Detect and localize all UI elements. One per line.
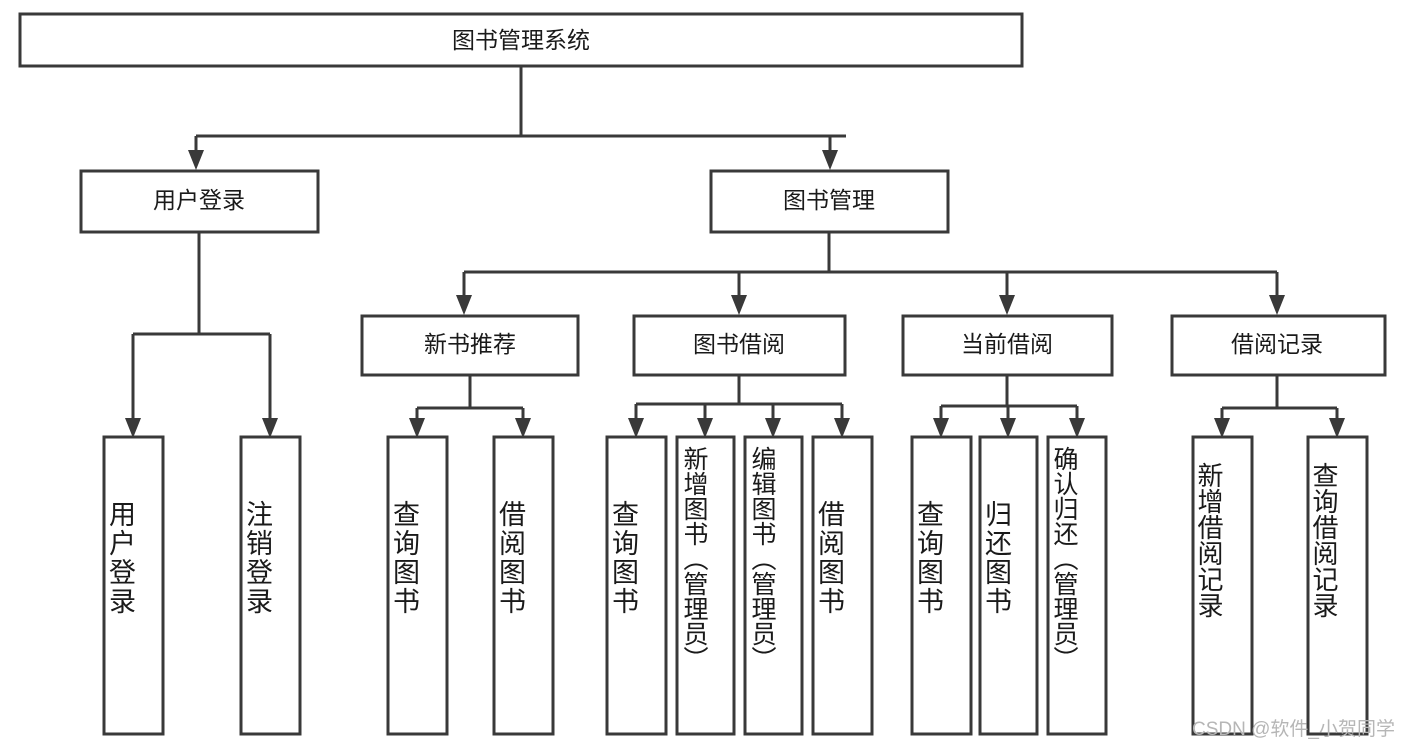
node-label-borrow-record: 借阅记录 bbox=[1231, 331, 1323, 357]
node-leaf-return-book[interactable] bbox=[978, 435, 1039, 736]
node-leaf-borrow-book-1[interactable] bbox=[492, 435, 555, 736]
node-label-user-login: 用户登录 bbox=[153, 187, 245, 213]
connector-bookmgmt-to-level2 bbox=[456, 232, 1285, 315]
node-leaf-query-book-2[interactable] bbox=[605, 435, 668, 736]
node-leaf-borrow-book-2[interactable] bbox=[811, 435, 874, 736]
node-label-book-borrow: 图书借阅 bbox=[693, 331, 785, 357]
connector-bookborrow-to-leaves bbox=[628, 375, 850, 438]
node-leaf-confirm-return[interactable] bbox=[1046, 435, 1108, 736]
node-new-book-recommend[interactable]: 新书推荐 bbox=[360, 314, 580, 377]
connector-currentborrow-to-leaves bbox=[933, 375, 1085, 438]
node-current-borrow[interactable]: 当前借阅 bbox=[901, 314, 1114, 377]
node-label-book-management: 图书管理 bbox=[783, 187, 875, 213]
node-user-login[interactable]: 用户登录 bbox=[79, 169, 320, 234]
node-leaf-query-book-1[interactable] bbox=[386, 435, 449, 736]
node-leaf-edit-book[interactable] bbox=[743, 435, 804, 736]
connector-root-to-level1 bbox=[188, 66, 846, 170]
connector-borrowrecord-to-leaves bbox=[1214, 375, 1345, 438]
node-book-borrow[interactable]: 图书借阅 bbox=[632, 314, 847, 377]
node-leaf-query-record[interactable] bbox=[1306, 435, 1369, 736]
node-book-management[interactable]: 图书管理 bbox=[709, 169, 950, 234]
node-leaf-query-book-3[interactable] bbox=[910, 435, 973, 736]
node-leaf-add-book[interactable] bbox=[675, 435, 736, 736]
node-leaf-user-login[interactable] bbox=[102, 435, 165, 736]
csdn-watermark: CSDN @软件_小贺同学 bbox=[1192, 719, 1395, 740]
node-label-root: 图书管理系统 bbox=[452, 27, 590, 53]
connector-userlogin-to-leaves bbox=[125, 232, 278, 438]
node-borrow-record[interactable]: 借阅记录 bbox=[1170, 314, 1387, 377]
node-label-new-book-recommend: 新书推荐 bbox=[424, 331, 516, 357]
node-leaf-add-record[interactable] bbox=[1191, 435, 1254, 736]
node-book-management-system[interactable]: 图书管理系统 bbox=[18, 12, 1024, 68]
node-leaf-logout-login[interactable] bbox=[239, 435, 302, 736]
node-label-current-borrow: 当前借阅 bbox=[961, 331, 1053, 357]
connector-newbook-to-leaves bbox=[409, 375, 531, 438]
